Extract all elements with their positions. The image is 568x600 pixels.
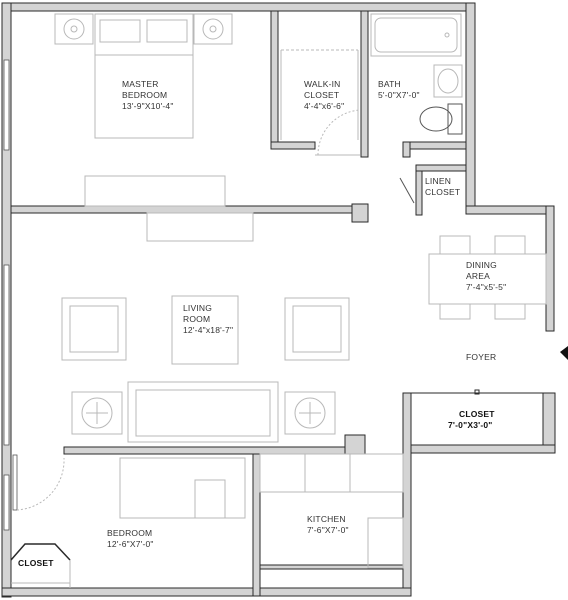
foyer-closet-name: CLOSET — [459, 409, 495, 419]
bedroom-label: BEDROOM 12'-6"X7'-0" — [107, 528, 154, 550]
dining-area-dims: 7'-4"x5'-5" — [466, 282, 507, 292]
foyer-closet-dims: 7'-0"X3'-0" — [448, 420, 493, 430]
kitchen-dims: 7'-6"X7'-0" — [307, 525, 349, 535]
foyer-label: FOYER — [466, 352, 496, 363]
bath-label: BATH 5'-0"X7'-0" — [378, 79, 420, 101]
master-bedroom-name1: MASTER — [122, 79, 159, 89]
linen-closet-name1: LINEN — [425, 176, 452, 186]
walkin-closet-name2: CLOSET — [304, 90, 340, 100]
master-bedroom-label: MASTER BEDROOM 13'-9"X10'-4" — [122, 79, 174, 112]
linen-closet-label: LINEN CLOSET — [425, 176, 460, 198]
kitchen-label: KITCHEN 7'-6"X7'-0" — [307, 514, 349, 536]
dining-area-name1: DINING — [466, 260, 497, 270]
windows — [3, 59, 18, 531]
foyer-name: FOYER — [466, 352, 497, 362]
walkin-closet-label: WALK-IN CLOSET 4'-4"x6'-6" — [304, 79, 344, 112]
furniture — [11, 13, 547, 588]
living-room-name2: ROOM — [183, 314, 211, 324]
bath-name: BATH — [378, 79, 401, 89]
kitchen-name: KITCHEN — [307, 514, 346, 524]
living-room-name1: LIVING — [183, 303, 213, 313]
bedroom-closet-name: CLOSET — [18, 558, 54, 568]
bedroom-name: BEDROOM — [107, 528, 153, 538]
bedroom-dims: 12'-6"X7'-0" — [107, 539, 154, 549]
entry-arrow — [560, 346, 568, 360]
walkin-closet-name1: WALK-IN — [304, 79, 341, 89]
dining-area-label: DINING AREA 7'-4"x5'-5" — [466, 260, 506, 293]
dining-area-name2: AREA — [466, 271, 490, 281]
living-room-label: LIVING ROOM 12'-4"x18'-7" — [183, 303, 233, 336]
foyer-closet-label: CLOSET 7'-0"X3'-0" — [448, 409, 495, 431]
master-bedroom-name2: BEDROOM — [122, 90, 168, 100]
bedroom-closet-label: CLOSET — [18, 558, 54, 569]
walkin-closet-dims: 4'-4"x6'-6" — [304, 101, 345, 111]
living-room-dims: 12'-4"x18'-7" — [183, 325, 234, 335]
master-bedroom-dims: 13'-9"X10'-4" — [122, 101, 174, 111]
linen-closet-name2: CLOSET — [425, 187, 461, 197]
bath-dims: 5'-0"X7'-0" — [378, 90, 420, 100]
